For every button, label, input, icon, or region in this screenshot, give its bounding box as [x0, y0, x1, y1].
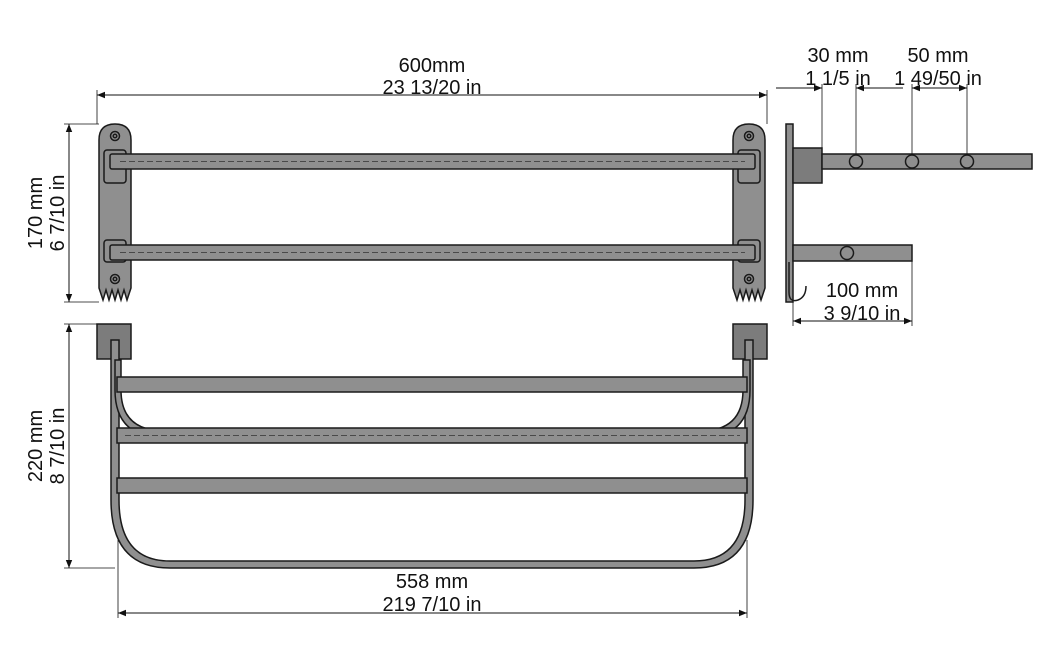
front-view: 600mm 23 13/20 in 170 mm 6 7/10 in	[25, 55, 768, 303]
left-wall-bracket	[98, 123, 132, 303]
folding-frame-outer	[110, 339, 754, 569]
width-dimension: 600mm 23 13/20 in	[96, 55, 768, 124]
width-mm-label: 600mm	[399, 55, 466, 77]
width-inch-label: 23 13/20 in	[383, 77, 482, 99]
side-gap-first-dimension: 30 mm 1 1/5 in	[776, 45, 903, 155]
bottom-width-inch-label: 219 7/10 in	[383, 594, 482, 616]
front-height-mm-label: 170 mm	[25, 177, 47, 249]
side-upper-arm	[821, 153, 1033, 170]
front-height-inch-label: 6 7/10 in	[47, 175, 69, 252]
side-gap-first-mm-label: 30 mm	[807, 45, 868, 67]
side-depth-mm-label: 100 mm	[826, 280, 898, 302]
front-height-dimension: 170 mm 6 7/10 in	[25, 123, 99, 303]
side-hook	[788, 262, 807, 302]
upper-bar	[109, 153, 756, 170]
side-depth-inch-label: 3 9/10 in	[824, 303, 901, 325]
side-depth-dimension: 100 mm 3 9/10 in	[792, 261, 913, 326]
bottom-height-inch-label: 8 7/10 in	[47, 408, 69, 485]
bottom-height-mm-label: 220 mm	[25, 410, 47, 482]
side-mount-block	[792, 147, 823, 184]
right-wall-bracket	[732, 123, 766, 303]
shelf-bar-1	[116, 376, 748, 393]
bottom-height-dimension: 220 mm 8 7/10 in	[25, 323, 115, 569]
shelf-bar-3	[116, 477, 748, 494]
bottom-view: 220 mm 8 7/10 in 558 mm 219 7/10 in	[25, 323, 768, 618]
side-gap-second-inch-label: 1 49/50 in	[894, 68, 982, 90]
bottom-width-dimension: 558 mm 219 7/10 in	[117, 540, 748, 618]
lower-bar	[109, 244, 756, 261]
side-gap-second-dimension: 50 mm 1 49/50 in	[894, 45, 982, 155]
side-gap-first-inch-label: 1 1/5 in	[805, 68, 871, 90]
side-gap-second-mm-label: 50 mm	[907, 45, 968, 67]
folding-frame-inner	[114, 359, 751, 439]
bottom-width-mm-label: 558 mm	[396, 571, 468, 593]
side-view: 30 mm 1 1/5 in 50 mm 1 49/50 in 100 mm 3…	[776, 45, 1033, 326]
side-wall-plate	[785, 123, 794, 303]
